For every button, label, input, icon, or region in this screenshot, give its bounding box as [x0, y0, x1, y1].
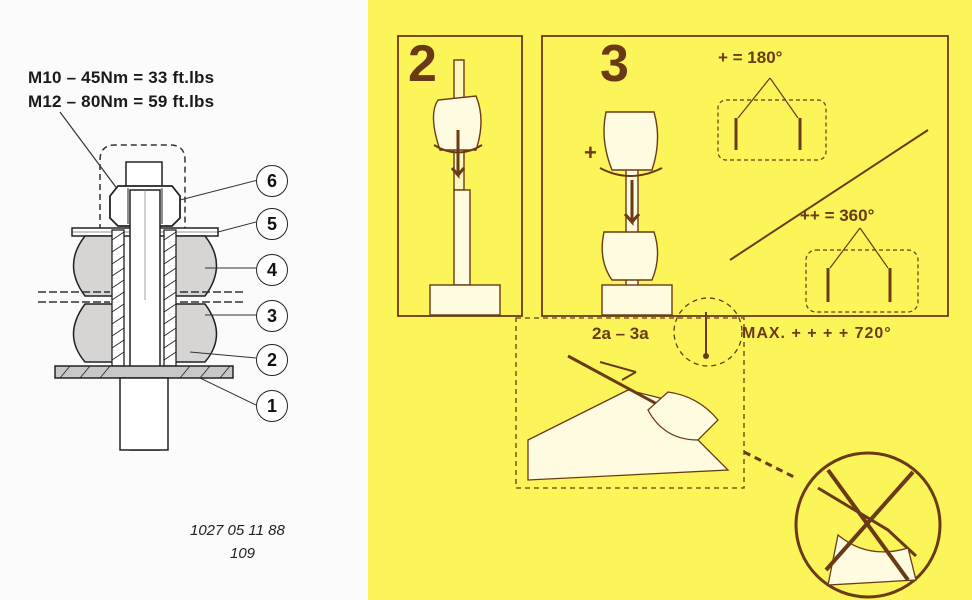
- torque-spec-m10: M10 – 45Nm = 33 ft.lbs: [28, 68, 215, 87]
- page-number: 109: [230, 545, 256, 562]
- step-2-number: 2: [408, 35, 437, 93]
- bolt-assembly-drawing: [38, 111, 259, 451]
- plus-sign: +: [584, 140, 597, 165]
- document-code: 1027 05 11 88: [190, 522, 285, 539]
- max-rotation-label: MAX. + + + + 720°: [742, 325, 892, 342]
- step-2a-3a-label: 2a – 3a: [592, 324, 649, 343]
- torque-spec-m12: M12 – 80Nm = 59 ft.lbs: [28, 92, 215, 111]
- callout-4: 4: [256, 254, 288, 286]
- callout-6: 6: [256, 165, 288, 197]
- callout-5: 5: [256, 208, 288, 240]
- rotation-180-label: + = 180°: [718, 48, 783, 67]
- step-3-number: 3: [600, 35, 629, 93]
- callout-2: 2: [256, 344, 288, 376]
- callout-1: 1: [256, 390, 288, 422]
- instruction-drawings: [397, 35, 949, 599]
- rotation-360-label: ++ = 360°: [800, 206, 875, 225]
- callout-3: 3: [256, 300, 288, 332]
- instruction-sheet: 2 3 + + = 180° ++ = 360° 2a – 3a MAX. + …: [368, 0, 972, 600]
- mounting-diagram-page: M10 – 45Nm = 33 ft.lbs M12 – 80Nm = 59 f…: [0, 0, 368, 600]
